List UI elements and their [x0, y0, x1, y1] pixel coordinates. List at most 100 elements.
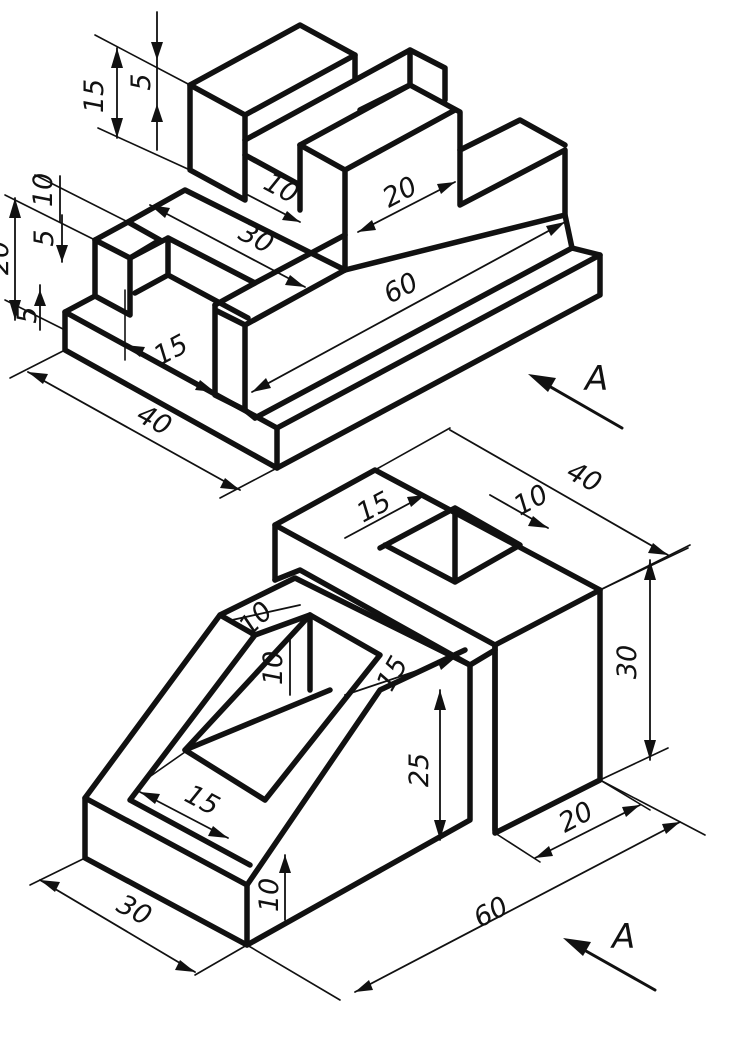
front-block-base-right	[244, 662, 473, 948]
dim-line-width-20	[534, 804, 641, 859]
dim-line-length-60	[354, 821, 681, 993]
dim-label-step-5-top: 5	[126, 73, 157, 90]
bottom-part-outline	[82, 467, 603, 948]
arrowhead	[125, 345, 145, 357]
arrowhead	[111, 118, 123, 138]
arrowhead	[407, 495, 425, 507]
upper-inner-step	[357, 47, 413, 113]
arrowhead	[648, 543, 668, 555]
arrowhead	[279, 855, 291, 873]
dim-label-step-5-low: 5	[12, 306, 43, 323]
ext-line	[219, 467, 278, 499]
arrowhead	[434, 820, 446, 840]
arrowhead	[111, 48, 123, 68]
arrowhead	[662, 822, 680, 834]
arrowhead	[622, 805, 640, 817]
ext-line	[599, 547, 689, 591]
dim-label-height-20: 20	[0, 241, 15, 275]
dim-line-rib-10-top	[231, 604, 301, 621]
view-direction-arrow-top: A	[528, 359, 624, 430]
arrowhead	[151, 42, 163, 60]
upper-block-left-top	[187, 22, 358, 118]
arrowhead	[28, 372, 48, 384]
top-part: 15 5 10 20 5 5	[0, 11, 624, 499]
arrowhead	[535, 846, 553, 858]
top-part-outline	[62, 22, 603, 471]
upper-block-left	[187, 82, 248, 203]
arrowhead	[34, 290, 46, 306]
bottom-part-dimensions: 40 15 10 30 10 10 15	[29, 427, 706, 1001]
upper-back-rib	[352, 47, 568, 153]
dim-line-width-40	[27, 371, 241, 491]
ext-line	[94, 34, 191, 86]
front-window	[182, 612, 383, 803]
pocket-inner	[132, 235, 251, 321]
arrowhead	[434, 690, 446, 710]
arrowhead	[9, 300, 21, 320]
view-label-a-top: A	[583, 359, 608, 399]
front-block-top-rim	[127, 612, 313, 868]
dim-line-slot-20	[357, 181, 456, 233]
dim-line-depth-40	[449, 429, 669, 556]
pocket-rim	[127, 235, 258, 308]
arrowhead	[282, 211, 300, 222]
ext-line	[246, 944, 341, 1001]
arrowhead	[644, 740, 656, 760]
dim-label-slot-15: 15	[352, 486, 397, 530]
arrowhead	[220, 478, 240, 490]
ext-line	[144, 751, 186, 781]
tall-block-top	[272, 467, 603, 648]
view-label-a-bottom: A	[610, 917, 635, 957]
upper-slot-1	[242, 142, 303, 213]
arrowhead	[40, 880, 60, 892]
view-arrow-head	[528, 374, 556, 392]
dim-label-gap-10-top: 10	[28, 173, 59, 207]
upper-block-left-side	[242, 52, 358, 143]
arrowhead	[355, 980, 373, 992]
arrowhead	[9, 198, 21, 218]
view-direction-arrow-bottom: A	[563, 917, 657, 992]
upper-block-mid-front	[297, 107, 458, 273]
dim-label-length-60: 60	[379, 267, 424, 311]
arrowhead	[252, 378, 271, 392]
dim-label-step-5-mid: 5	[29, 229, 60, 246]
dim-label-slot-20: 20	[378, 171, 423, 215]
arrowhead	[285, 275, 305, 287]
ext-line	[34, 174, 129, 223]
view-arrow-head	[563, 938, 591, 956]
front-window-inner	[182, 612, 333, 753]
arrowhead	[175, 960, 195, 972]
dim-label-height-10: 10	[254, 878, 285, 912]
dim-label-depth-40: 40	[562, 456, 607, 500]
arrowhead	[151, 104, 163, 122]
middle-wall-top	[125, 187, 348, 286]
ext-line	[599, 779, 706, 836]
arrowhead	[437, 182, 455, 194]
arrowhead	[150, 205, 170, 218]
base-plate-right-face	[274, 252, 603, 471]
arrowhead	[208, 826, 228, 838]
dim-label-height-30: 30	[612, 645, 643, 679]
ext-line	[374, 427, 451, 471]
right-wall-front	[212, 302, 248, 413]
dim-label-length-60: 60	[469, 891, 514, 935]
dim-label-rib-10-side: 10	[258, 651, 289, 685]
arrowhead	[546, 222, 565, 236]
left-block-top	[92, 219, 163, 261]
front-block-slope	[82, 575, 473, 801]
arrowhead	[437, 658, 455, 670]
ext-line	[9, 349, 66, 379]
dim-line-slot-15-right	[344, 657, 456, 696]
ext-line	[97, 127, 191, 171]
ext-line	[4, 194, 96, 241]
left-block-front	[92, 237, 133, 318]
dim-line-length-30	[149, 204, 306, 288]
arrowhead	[528, 516, 548, 528]
arrowhead	[56, 245, 68, 262]
ext-line	[494, 832, 541, 863]
arrowhead	[195, 380, 215, 392]
top-slot	[377, 505, 523, 585]
dim-line-width-30	[39, 879, 196, 973]
